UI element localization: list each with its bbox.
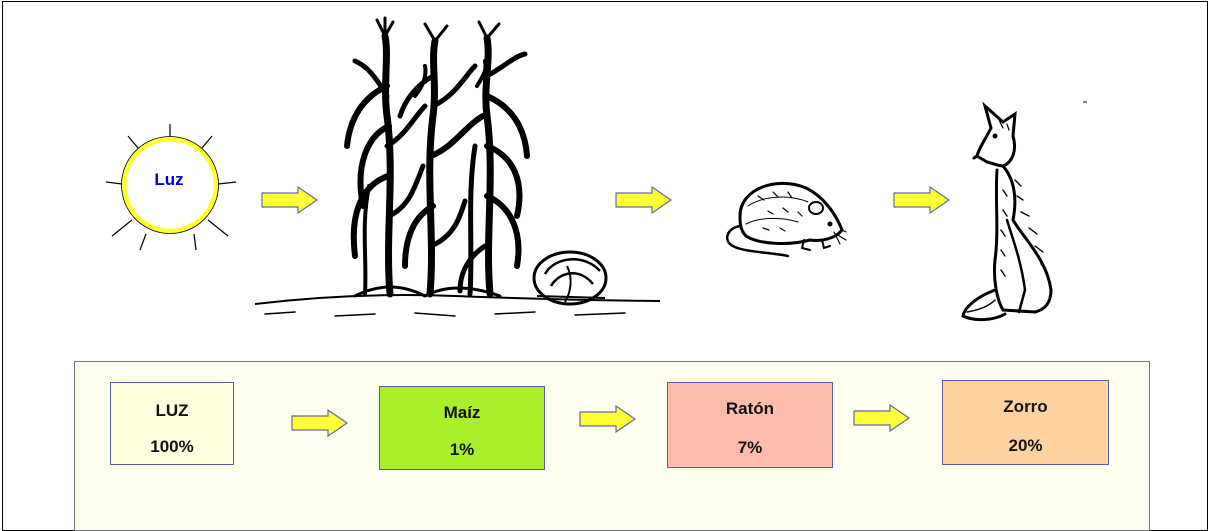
arrow-right-icon (892, 186, 952, 214)
arrow-right-icon (578, 405, 638, 433)
level-name: Ratón (668, 399, 832, 419)
level-box-luz: LUZ 100% (110, 382, 234, 465)
level-box-raton: Ratón 7% (667, 382, 833, 468)
level-percent: 7% (668, 438, 832, 458)
mouse-icon (718, 166, 850, 266)
level-percent: 20% (943, 436, 1108, 456)
level-box-zorro: Zorro 20% (942, 380, 1109, 465)
level-percent: 1% (380, 440, 544, 460)
level-name: LUZ (111, 401, 233, 421)
level-name: Maíz (380, 403, 544, 423)
corn-plant-icon (255, 16, 660, 321)
sun-label: Luz (128, 170, 210, 190)
level-name: Zorro (943, 397, 1108, 417)
level-percent: 100% (111, 437, 233, 457)
fox-icon (955, 100, 1095, 330)
cabbage-icon (534, 252, 606, 304)
arrow-right-icon (852, 404, 912, 432)
arrow-right-icon (290, 409, 350, 437)
level-box-maiz: Maíz 1% (379, 386, 545, 470)
